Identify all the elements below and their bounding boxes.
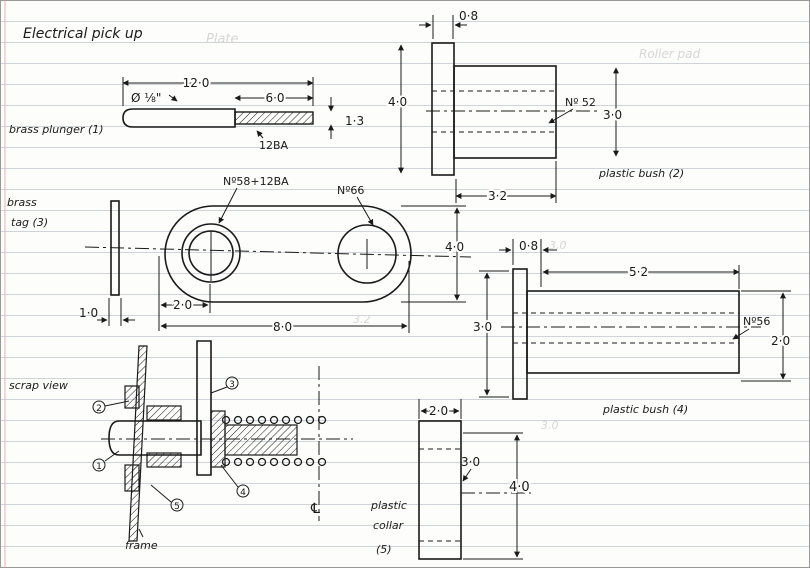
collar-body bbox=[418, 420, 462, 560]
collar-inner-dim: 3·0 bbox=[461, 455, 480, 469]
bush2-height-dim: 4·0 bbox=[388, 95, 407, 109]
plunger-diameter-label: Ø ⅛" bbox=[131, 91, 161, 105]
tag-hole-outer bbox=[181, 223, 241, 283]
frame-label: frame bbox=[125, 539, 158, 552]
svg-text:Plate: Plate bbox=[206, 32, 239, 47]
plastic-collar-drawing: 2·0 3·0 4·0 plastic collar (5) bbox=[370, 399, 532, 560]
bush2-drill-size: Nº 52 bbox=[565, 96, 596, 109]
bush4-drill-size: Nº56 bbox=[743, 315, 770, 328]
plunger-shank bbox=[122, 108, 236, 128]
collar-height-dim: 4·0 bbox=[509, 480, 530, 495]
callout-1: 1 bbox=[96, 462, 102, 472]
svg-text:3.2: 3.2 bbox=[353, 313, 371, 326]
callout-3: 3 bbox=[229, 380, 235, 390]
tag-label-line1: brass bbox=[7, 196, 37, 209]
bush4-height-dim: 3·0 bbox=[473, 320, 492, 334]
tag-hole-offset-dim: 2·0 bbox=[173, 298, 192, 312]
bush2-body bbox=[453, 65, 557, 159]
scrap-view-assembly: scrap view ℄ 1 2 3 bbox=[9, 340, 353, 552]
thread-length-label: 6·0 bbox=[265, 91, 284, 105]
svg-text:3.0: 3.0 bbox=[541, 419, 559, 432]
thread-diameter-label: 1·3 bbox=[345, 114, 364, 128]
tag-label-line2: tag (3) bbox=[11, 216, 48, 229]
collar-width-dim: 2·0 bbox=[429, 404, 448, 418]
collar-label-line2: collar bbox=[373, 519, 405, 532]
plastic-bush-2-drawing: 0·8 4·0 3·0 Nº 52 3·2 plastic bush (2) bbox=[386, 9, 684, 205]
plunger-label: brass plunger (1) bbox=[9, 123, 104, 136]
bush2-flange bbox=[431, 42, 455, 176]
bush4-label: plastic bush (4) bbox=[602, 403, 688, 416]
scrap-thread bbox=[224, 424, 298, 456]
bush4-body bbox=[526, 290, 740, 374]
plastic-bush-4-drawing: 0·8 5·2 3·0 2·0 Nº56 plastic bush (4) bbox=[471, 239, 792, 416]
bush4-flange-dim: 0·8 bbox=[519, 239, 538, 253]
thread-note: 12BA bbox=[259, 139, 289, 152]
bush4-inner-dim: 2·0 bbox=[771, 334, 790, 348]
bush2-inner-dim: 3·0 bbox=[603, 108, 622, 122]
tag-outline bbox=[164, 205, 412, 303]
show-through-text: Plate Roller pad 3.0 3.2 3.0 bbox=[206, 32, 700, 432]
svg-text:3.0: 3.0 bbox=[549, 239, 567, 252]
callout-4: 4 bbox=[240, 488, 246, 498]
callout-2: 2 bbox=[96, 404, 102, 414]
scrap-plunger bbox=[108, 420, 202, 456]
spring bbox=[221, 415, 327, 467]
tag-hole-right-note: Nº66 bbox=[337, 184, 364, 197]
page-title: Electrical pick up bbox=[23, 26, 143, 42]
tag-hole-left-note: Nº58+12BA bbox=[223, 175, 289, 188]
scrap-tag bbox=[196, 340, 212, 476]
bush2-length-dim: 3·2 bbox=[488, 189, 507, 203]
scrap-view-label: scrap view bbox=[9, 379, 68, 392]
bush4-flange bbox=[512, 268, 528, 400]
plunger-thread bbox=[234, 111, 314, 125]
tag-length-dim: 8·0 bbox=[273, 320, 292, 334]
centre-line-symbol: ℄ bbox=[310, 501, 320, 517]
svg-text:Roller pad: Roller pad bbox=[639, 47, 700, 61]
bush4-length-dim: 5·2 bbox=[629, 265, 648, 279]
plunger-length-label: 12·0 bbox=[183, 76, 210, 90]
callout-5: 5 bbox=[174, 502, 180, 512]
collar-label-line3: (5) bbox=[376, 543, 392, 556]
bush2-flange-dim: 0·8 bbox=[459, 9, 478, 23]
brass-tag-drawing: 1·0 brass tag (3) Nº58+12BA Nº66 4·0 2·0… bbox=[7, 175, 472, 336]
tag-thickness-dim: 1·0 bbox=[79, 306, 98, 320]
bush2-label: plastic bush (2) bbox=[598, 167, 684, 180]
collar-label-line1: plastic bbox=[370, 499, 407, 512]
brass-plunger-drawing: 12·0 6·0 Ø ⅛" 1·3 12BA brass plunger (1) bbox=[9, 74, 364, 152]
frame-section bbox=[128, 345, 148, 542]
tag-height-dim: 4·0 bbox=[445, 240, 464, 254]
